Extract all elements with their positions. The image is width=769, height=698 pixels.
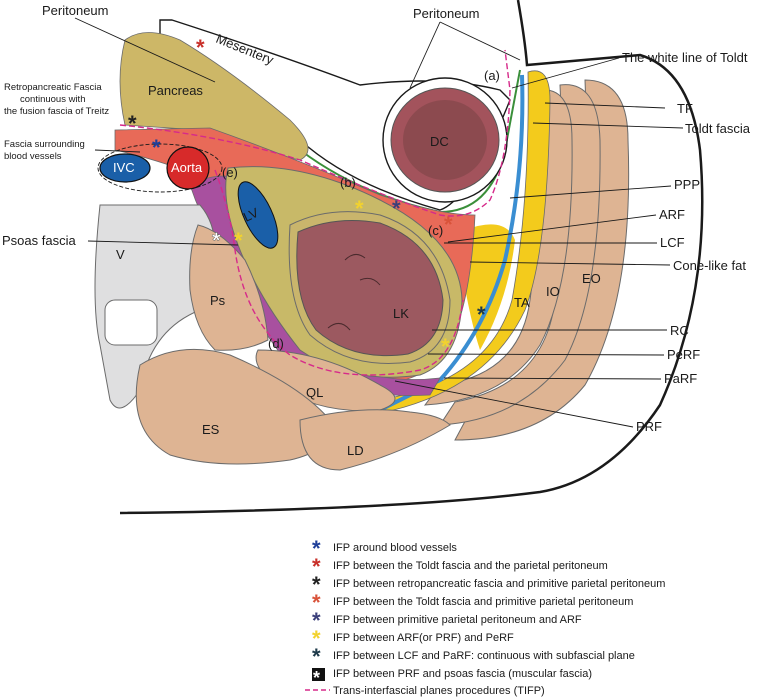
cone-like-fat [462,224,515,350]
label-arf: ARF [659,207,685,222]
label-mark-d: (d) [268,336,284,351]
label-io: IO [546,284,560,299]
label-ps: Ps [210,293,226,308]
legend-item: * IFP between PRF and psoas fascia (musc… [312,668,592,688]
legend-item: * IFP between ARF(or PRF) and PeRF [312,626,514,651]
label-mark-c: (c) [428,223,443,238]
spinal-canal [104,299,158,346]
asterisk-white-psoas: * [212,228,221,253]
legend: * IFP around blood vessels * IFP between… [305,536,665,697]
legend-asterisk-white: * [313,668,320,688]
label-ta: TA [514,295,530,310]
label-vessel-fascia-1: Fascia surrounding [4,139,85,150]
legend-asterisk-yellow: * [312,626,321,651]
legend-asterisk-dark: * [312,644,321,669]
label-prf: PRF [636,419,662,434]
kidney-sinus-lines [327,254,381,331]
label-perf: PeRF [667,347,700,362]
label-lv: LV [241,205,261,225]
label-peritoneum-left: Peritoneum [42,3,108,18]
label-lk: LK [393,306,409,321]
label-white-line-of-toldt: The white line of Toldt [622,50,748,65]
label-retro-fascia-3: the fusion fascia of Treitz [4,106,109,117]
legend-text: IFP between retropancreatic fascia and p… [333,578,665,590]
label-aorta: Aorta [171,160,203,175]
legend-asterisk-orange: * [312,590,321,615]
legend-item: * IFP between primitive parietal periton… [312,608,582,633]
pancreas [119,32,309,161]
asterisk-red-toldt: * [444,212,453,237]
left-kidney [296,219,444,357]
leader-lines [74,17,684,428]
body-wall-outline [119,0,704,515]
legend-text: Trans-interfascial planes procedures (TI… [333,685,545,697]
legend-text: IFP around blood vessels [333,542,457,554]
label-v: V [116,247,125,262]
asterisk-yellow-1: * [355,196,364,221]
legend-item: * IFP between LCF and PaRF: continuous w… [312,644,635,669]
vessel-fascia-ring [97,143,223,193]
label-cone-like-fat: Cone-like fat [673,258,746,273]
legend-asterisk-white-box [312,668,325,681]
legend-item: * IFP between retropancreatic fascia and… [312,572,665,597]
legend-text: IFP between the Toldt fascia and primiti… [333,596,633,608]
transversalis-fascia-strip [369,70,551,416]
asterisk-navy-arf: * [392,196,401,221]
descending-colon-inner [403,100,487,180]
asterisk-dark-lcf: * [477,302,486,327]
label-pancreas: Pancreas [148,83,203,98]
legend-item: * IFP between the Toldt fascia and the p… [312,554,608,579]
label-vessel-fascia-2: blood vessels [4,151,62,162]
legend-asterisk-navy: * [312,608,321,633]
legend-item: Trans-interfascial planes procedures (TI… [305,685,545,697]
asterisk-yellow-3: * [441,334,450,359]
legend-text: IFP between ARF(or PRF) and PeRF [333,632,514,644]
latissimus-dorsi-muscle [299,409,451,471]
asterisk-red-peritoneum: * [196,35,205,60]
tifp-dashed-lower [214,169,464,376]
label-toldt-fascia: Toldt fascia [685,121,751,136]
asterisk-yellow-2: * [234,228,243,253]
legend-item: * IFP between the Toldt fascia and primi… [312,590,633,615]
legend-text: IFP between PRF and psoas fascia (muscul… [333,668,592,680]
label-psoas-fascia: Psoas fascia [2,233,76,248]
label-mark-e: (e) [222,165,238,180]
psoas-muscle [189,224,269,351]
label-peritoneum-right: Peritoneum [413,6,479,21]
ivc [99,153,151,183]
asterisk-blue-vessels: * [152,135,161,160]
legend-asterisk-blue: * [312,536,321,561]
label-ppp: PPP [674,177,700,192]
legend-text: IFP between LCF and PaRF: continuous wit… [333,650,635,662]
label-mark-a: (a) [484,68,500,83]
label-dc: DC [430,134,449,149]
asterisk-black-retropancreatic: * [128,111,137,136]
legend-text: IFP between the Toldt fascia and the par… [333,560,608,572]
label-es: ES [202,422,220,437]
legend-asterisk-black: * [312,572,321,597]
label-ql: QL [306,385,323,400]
left-renal-vein [237,181,279,249]
label-ld: LD [347,443,364,458]
label-rc: RC [670,323,689,338]
legend-item: * IFP around blood vessels [312,536,457,561]
aorta [166,146,210,190]
label-lcf: LCF [660,235,685,250]
label-retro-fascia-1: Retropancreatic Fascia [4,82,102,93]
label-ivc: IVC [113,160,135,175]
tifp-dashed-upper [119,49,511,217]
label-mark-b: (b) [340,175,356,190]
label-parf: PaRF [664,371,697,386]
legend-text: IFP between primitive parietal peritoneu… [333,614,582,626]
legend-asterisk-red: * [312,554,321,579]
label-retro-fascia-2: continuous with [20,94,85,105]
label-eo: EO [582,271,601,286]
label-tf: TF [677,101,693,116]
